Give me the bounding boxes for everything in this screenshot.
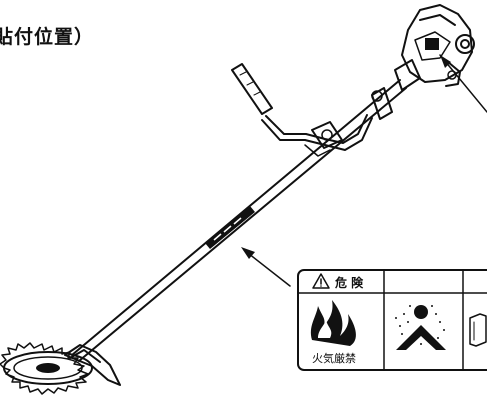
drive-shaft xyxy=(71,79,407,362)
engine-unit xyxy=(394,4,475,91)
blade-assembly xyxy=(0,342,121,395)
warning-triangle-icon xyxy=(312,273,330,289)
manual-book-icon xyxy=(469,313,487,347)
warning-header-text: 危 険 xyxy=(334,275,364,290)
warning-label: 危 険 火気厳禁 xyxy=(297,269,487,371)
engine-pointer-arrow xyxy=(439,54,487,113)
fire-icon xyxy=(310,300,356,346)
handlebar xyxy=(231,63,393,157)
shaft-pointer-arrow xyxy=(241,247,291,287)
fire-caption: 火気厳禁 xyxy=(312,351,356,365)
figure-heading: 貼付位置） xyxy=(0,26,95,48)
shaft-marking-band xyxy=(205,206,255,249)
fuel-vapor-person-icon xyxy=(395,305,446,350)
